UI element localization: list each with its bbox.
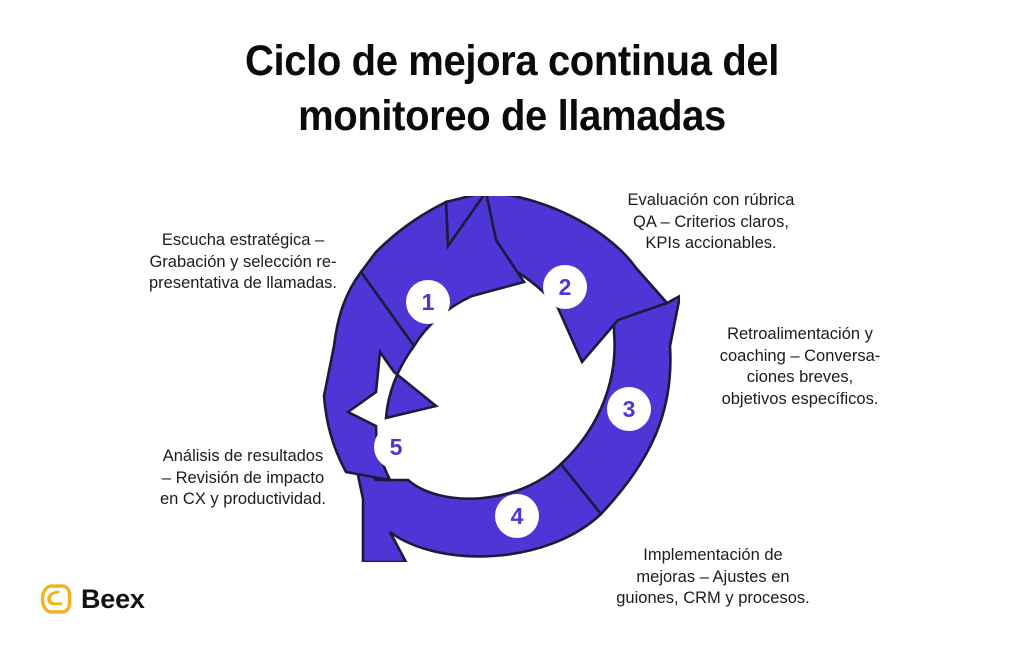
step-label-3-line-3: ciones breves, [746,368,854,387]
step-label-3-line-1: Retroalimentación y [727,325,873,343]
step-label-3: Retroalimentación y coaching – Conversa-… [690,324,910,410]
step-badge-3[interactable]: 3 [607,387,651,431]
step-label-2: Evaluación con rúbrica QA – Criterios cl… [586,190,836,255]
step-badge-2[interactable]: 2 [543,265,587,309]
step-label-5-line-3: en CX y productividad. [159,490,326,509]
step-label-5-line-2: – Revisión de impacto [161,468,325,487]
step-label-4-line-1: Implementación de [643,546,783,564]
step-label-3-line-4: objetivos específicos. [721,389,879,408]
step-label-1: Escucha estratégica – Grabación y selecc… [118,230,368,295]
step-label-1-line-1: Escucha estratégica – [161,231,325,249]
step-label-2-line-2: QA – Criterios claros, [633,212,789,231]
step-label-5-line-1: Análisis de resultados [162,447,324,465]
step-badge-5[interactable]: 5 [374,425,418,469]
beex-logo[interactable]: Beex [40,583,145,615]
step-label-2-line-1: Evaluación con rúbrica [627,191,795,209]
step-number-1: 1 [421,288,435,315]
step-label-3-line-2: coaching – Conversa- [719,346,881,365]
cycle-arrow-segment-5[interactable] [322,269,439,482]
cycle-arrow-segment-1[interactable] [359,196,527,349]
step-badge-1[interactable]: 1 [406,280,450,324]
step-label-1-line-2: Grabación y selección re- [149,252,337,271]
step-number-3: 3 [622,395,636,422]
cycle-diagram: 1 2 3 4 5 [318,196,680,562]
page-title-line-2: monitoreo de llamadas [298,92,726,141]
step-label-5: Análisis de resultados – Revisión de imp… [118,446,368,511]
beex-wordmark: Beex [81,583,145,614]
step-number-5: 5 [389,433,403,460]
step-label-2-line-3: KPIs accionables. [645,234,777,253]
hexagon-bee-icon [40,584,72,614]
step-label-4: Implementación de mejoras – Ajustes en g… [588,545,838,610]
step-label-4-line-2: mejoras – Ajustes en [636,567,790,586]
step-number-2: 2 [558,273,572,300]
page-title: Ciclo de mejora continua del monitoreo d… [36,34,988,144]
step-number-4: 4 [510,502,524,529]
cycle-arrow-segment-4[interactable] [351,451,603,562]
step-badge-4[interactable]: 4 [495,494,539,538]
step-label-4-line-3: guiones, CRM y procesos. [616,589,810,608]
page-title-line-1: Ciclo de mejora continua del [244,37,779,85]
step-label-1-line-3: presentativa de llamadas. [148,274,338,293]
